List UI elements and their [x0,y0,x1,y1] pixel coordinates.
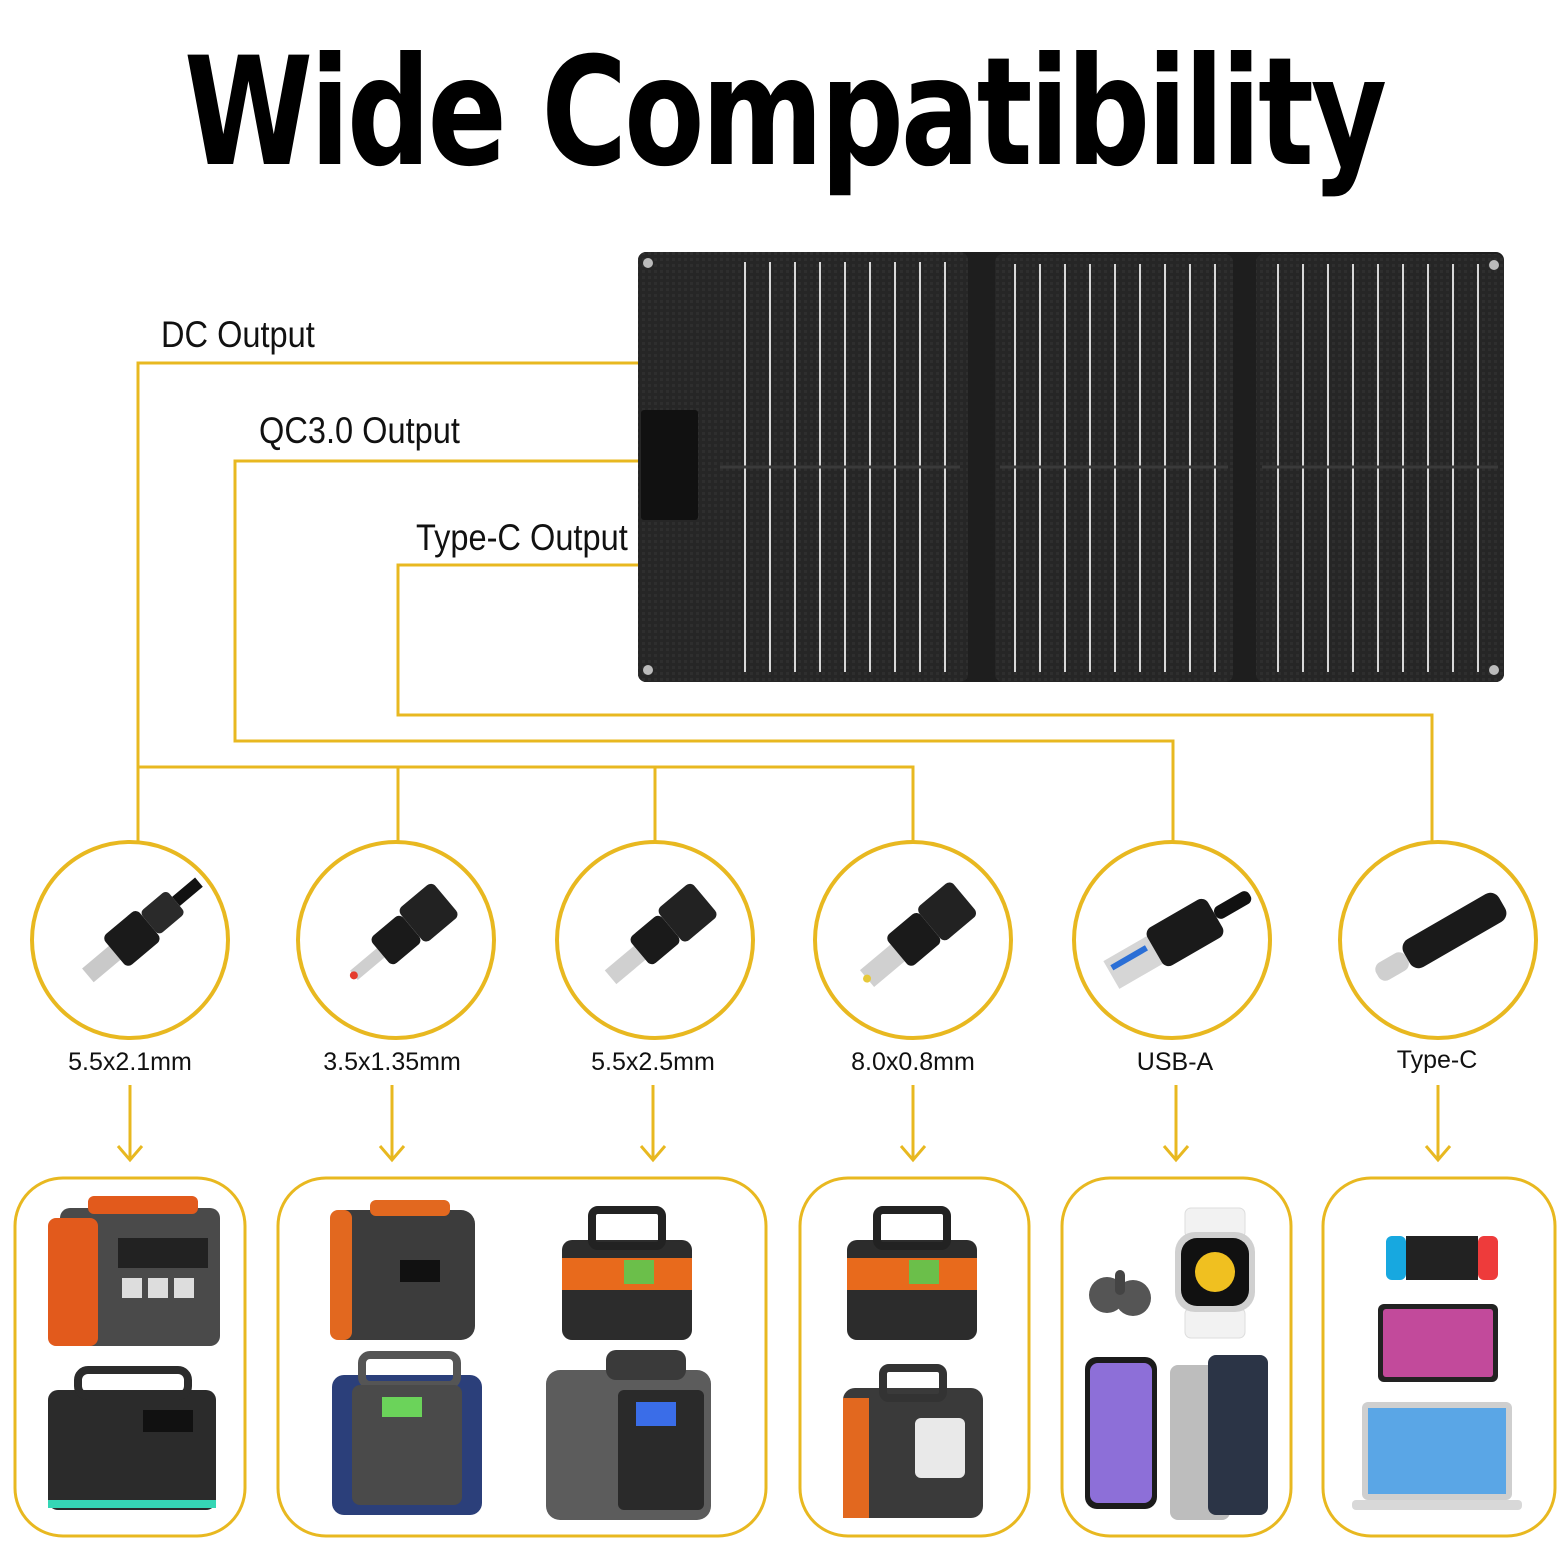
connector-label: 5.5x2.5mm [591,1048,715,1076]
connector-label: 8.0x0.8mm [851,1048,975,1076]
arrow-down-icon [1424,1085,1452,1163]
grommet [643,258,653,268]
tablet-icon [1378,1304,1498,1382]
portable-power-station-icon [48,1196,220,1346]
grommet [643,665,653,675]
connector-circles [30,840,1538,1040]
junction-box [641,410,698,520]
dc-branch-line [138,765,915,842]
dc-barrel-plug-icon [82,877,203,983]
dc-output-line [136,361,638,842]
portable-power-station-icon [843,1364,983,1518]
qc-output-line [233,459,1175,842]
dc-barrel-plug-icon [349,883,458,980]
laptop-icon [1352,1402,1522,1510]
connector-label: 5.5x2.1mm [68,1048,192,1076]
connector-label: 3.5x1.35mm [323,1048,461,1076]
power-bank-icon [1170,1355,1268,1520]
arrow-down-icon [639,1085,667,1163]
device-group-boxes [13,1176,1557,1538]
solar-panel-section-2 [995,254,1233,682]
qc-output-label: QC3.0 Output [259,410,460,451]
connection-lines [136,361,1434,842]
portable-power-station-icon [546,1350,711,1520]
solar-panel-section-1 [638,252,968,682]
game-console-icon [1386,1236,1498,1280]
portable-power-station-icon [847,1206,977,1340]
connector-label: Type-C [1396,1046,1478,1074]
arrow-down-icon [1162,1085,1190,1163]
portable-power-station-icon [48,1366,216,1510]
dc-barrel-plug-icon [859,882,977,987]
solar-panel [638,252,1504,682]
grommet [1489,260,1499,270]
dc-output-label: DC Output [161,314,315,355]
solar-panel-section-3 [1256,254,1504,682]
typec-output-label: Type-C Output [416,517,628,558]
smartphone-icon [1085,1357,1157,1509]
portable-power-station-icon [332,1351,482,1515]
arrows [116,1085,1452,1163]
usb-a-plug-icon [1103,891,1252,989]
arrow-down-icon [899,1085,927,1163]
dc-barrel-plug-icon [604,883,717,985]
portable-power-station-icon [330,1200,475,1340]
portable-power-station-icon [562,1206,692,1340]
page-title: Wide Compatibility [183,26,1387,200]
arrow-down-icon [378,1085,406,1163]
typec-output-line [396,563,1434,842]
arrow-down-icon [116,1085,144,1163]
grommet [1489,665,1499,675]
earbuds-icon [1089,1270,1151,1316]
smartwatch-icon [1175,1207,1255,1339]
connector-label: USB-A [1136,1048,1214,1076]
usb-c-plug-icon [1375,892,1507,981]
